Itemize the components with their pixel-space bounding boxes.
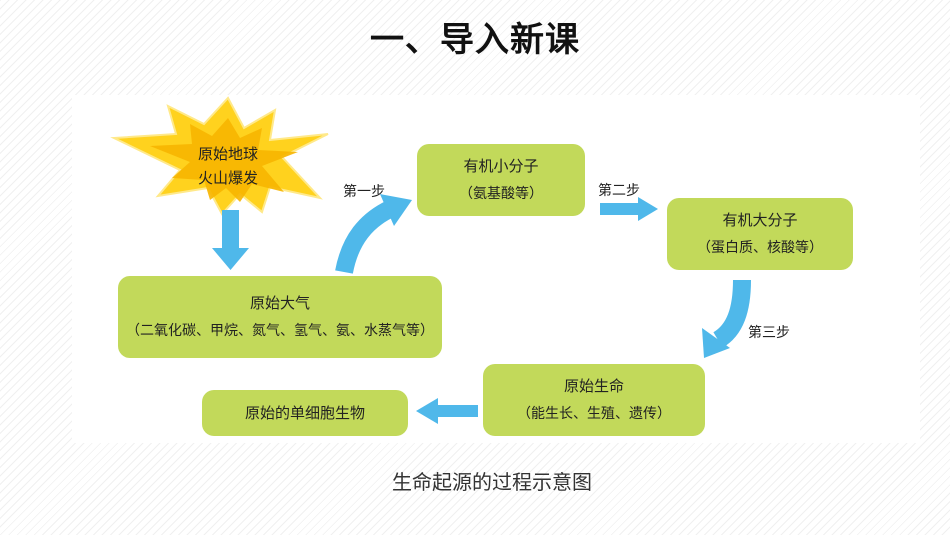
arrow-to-single-cell xyxy=(416,398,478,424)
node-single-cell: 原始的单细胞生物 xyxy=(202,390,408,436)
small-molecules-line2: （氨基酸等） xyxy=(459,186,543,202)
primitive-life-line1: 原始生命 xyxy=(563,377,624,395)
page-title: 一、导入新课 xyxy=(370,20,580,60)
start-line1: 原始地球 xyxy=(197,145,258,163)
label-step1: 第一步 xyxy=(343,184,385,200)
primitive-life-line2: （能生长、生殖、遗传） xyxy=(517,406,671,422)
arrow-step1 xyxy=(335,194,412,274)
node-macromolecules: 有机大分子 （蛋白质、核酸等） xyxy=(667,198,853,270)
label-step2: 第二步 xyxy=(598,183,640,199)
arrow-down-start xyxy=(212,210,249,270)
arrow-step2 xyxy=(600,197,658,221)
macromolecules-line1: 有机大分子 xyxy=(722,211,798,229)
single-cell-line1: 原始的单细胞生物 xyxy=(244,404,365,422)
label-step3: 第三步 xyxy=(748,325,790,341)
arrow-step3 xyxy=(702,279,751,358)
node-small-molecules: 有机小分子 （氨基酸等） xyxy=(417,144,585,216)
node-atmosphere: 原始大气 （二氧化碳、甲烷、氮气、氢气、氨、水蒸气等） xyxy=(118,276,442,358)
start-line2: 火山爆发 xyxy=(197,169,258,187)
explosion-core-icon xyxy=(150,118,298,202)
small-molecules-line1: 有机小分子 xyxy=(463,157,539,175)
atmosphere-line2: （二氧化碳、甲烷、氮气、氢气、氨、水蒸气等） xyxy=(126,323,434,339)
diagram-caption: 生命起源的过程示意图 xyxy=(392,470,592,494)
node-start: 原始地球 火山爆发 xyxy=(180,136,276,196)
macromolecules-line2: （蛋白质、核酸等） xyxy=(697,240,823,256)
node-primitive-life: 原始生命 （能生长、生殖、遗传） xyxy=(483,364,705,436)
atmosphere-line1: 原始大气 xyxy=(249,294,310,312)
